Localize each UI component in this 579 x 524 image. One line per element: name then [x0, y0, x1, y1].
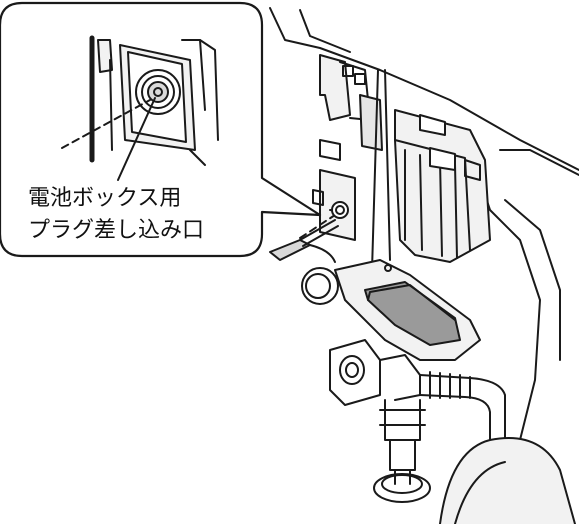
- callout-label-line2: プラグ差し込み口: [28, 218, 205, 243]
- leader-line: [117, 97, 156, 181]
- insertion-guides: [61, 99, 336, 239]
- main-socket: [331, 201, 349, 219]
- water-valve: [329, 339, 506, 503]
- hanging-cords: [371, 69, 391, 271]
- plug-cable: [269, 219, 339, 263]
- battery-tag: [301, 259, 481, 361]
- callout-label-line1: 電池ボックス用: [28, 186, 182, 211]
- battery-box: [394, 109, 491, 263]
- floor-tank: [439, 437, 576, 524]
- socket-closeup: [89, 35, 219, 166]
